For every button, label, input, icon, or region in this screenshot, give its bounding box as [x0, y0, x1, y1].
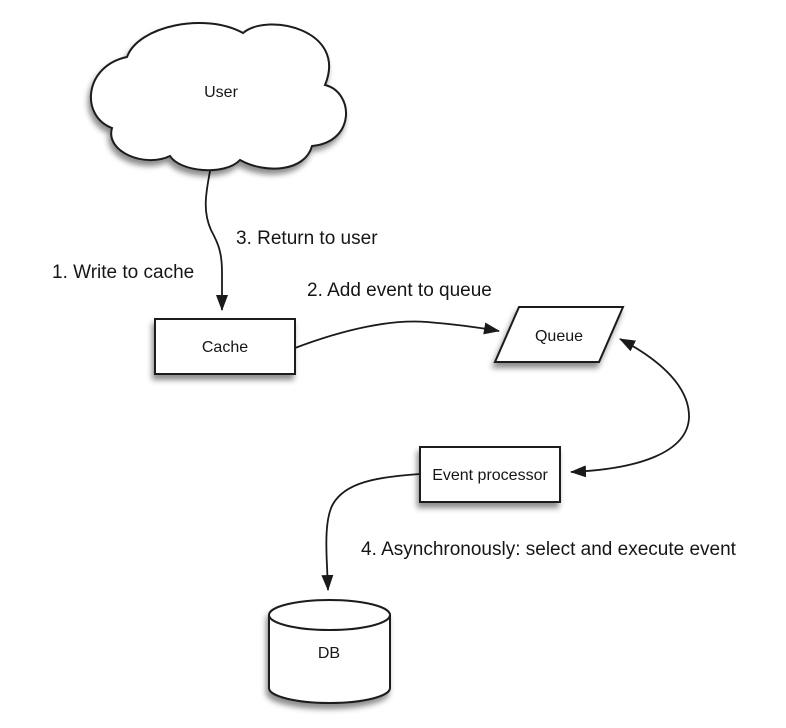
node-db: DB	[268, 599, 391, 704]
edge-event-processor-to-db	[321, 473, 421, 591]
edge-queue-event-processor	[570, 338, 690, 478]
node-cache: Cache	[154, 318, 296, 375]
node-user: User	[89, 22, 347, 172]
cloud-shape	[89, 22, 347, 172]
queue-label: Queue	[535, 328, 583, 345]
event-processor-shape	[419, 446, 561, 503]
edge-label-write-to-cache: 1. Write to cache	[52, 262, 194, 283]
edge-label-add-event-to-queue: 2. Add event to queue	[307, 280, 492, 301]
user-label: User	[204, 84, 238, 101]
edge-label-async-select-execute: 4. Asynchronously: select and execute ev…	[361, 539, 737, 560]
queue-shape	[493, 306, 625, 363]
db-cylinder-body	[268, 615, 391, 704]
db-cylinder-top	[268, 599, 391, 631]
db-label: DB	[318, 645, 340, 662]
cache-label: Cache	[202, 339, 248, 356]
node-event-processor: Event processor	[419, 446, 561, 503]
event-processor-label: Event processor	[432, 467, 548, 484]
edge-cache-to-queue	[294, 320, 500, 349]
node-queue: Queue	[493, 306, 625, 363]
edge-label-return-to-user: 3. Return to user	[236, 228, 378, 249]
edge-user-to-cache	[204, 165, 228, 311]
cache-shape	[154, 318, 296, 375]
